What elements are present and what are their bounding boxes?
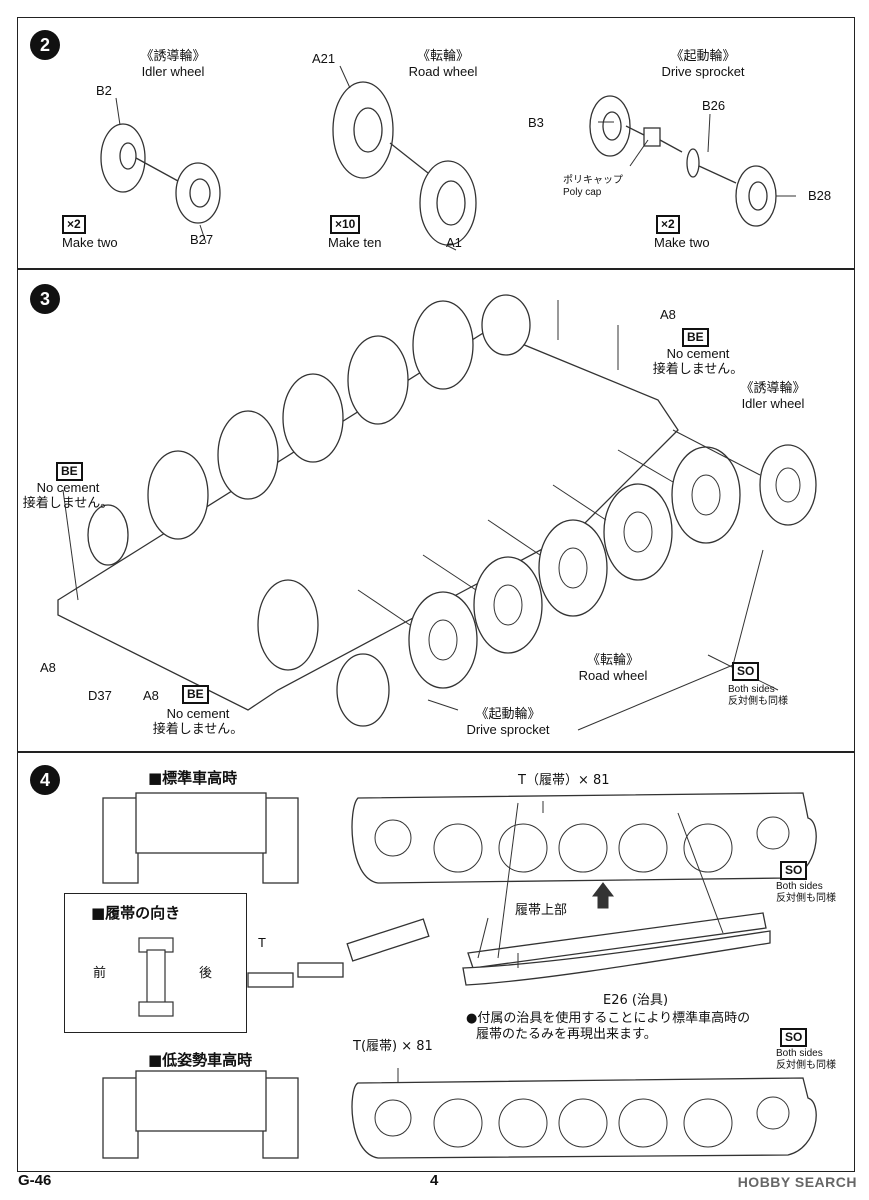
idler-title-jp: 《誘導輪》 xyxy=(140,49,206,64)
step-3-panel: 3 xyxy=(17,269,855,752)
qty-badge-road: ×10 xyxy=(330,215,361,234)
both-sides-jp-bottom: 反対側も同様 xyxy=(776,1060,836,1071)
both-sides-jp: 反対側も同様 xyxy=(728,696,788,707)
track-count-bottom: T(履帯) × 81 xyxy=(353,1039,433,1054)
standard-height-heading: ■標準車高時 xyxy=(148,769,238,787)
track-direction-box: ■履帯の向き 前 後 xyxy=(64,893,247,1033)
sprocket-title-en: Drive sprocket xyxy=(661,64,745,79)
part-b2-label: B2 xyxy=(96,83,112,98)
so-badge-bottom: SO xyxy=(780,1028,808,1047)
idler-title-en: Idler wheel xyxy=(741,396,805,411)
kit-code: G-46 xyxy=(18,1172,52,1189)
step-2-illustration xyxy=(100,65,796,251)
no-cement-left: No cement xyxy=(36,480,100,495)
a8-label-top: A8 xyxy=(660,307,676,322)
polycap-label-jp: ポリキャップ xyxy=(563,175,623,186)
step-3-illustration xyxy=(57,294,817,731)
both-sides-jp-top: 反対側も同様 xyxy=(776,893,836,904)
part-b26-label: B26 xyxy=(702,98,726,113)
rear-label: 後 xyxy=(199,966,213,981)
front-label: 前 xyxy=(93,966,107,981)
be-badge-left: BE xyxy=(56,462,83,481)
both-sides-bottom: Both sides xyxy=(776,1048,823,1059)
a8-label-bottom: A8 xyxy=(143,688,159,703)
road-title-jp: 《転輪》 xyxy=(586,653,639,668)
page-number: 4 xyxy=(430,1172,439,1189)
qty-badge-idler: ×2 xyxy=(62,215,86,234)
road-title-en: Road wheel xyxy=(408,64,478,79)
qty-badge-sprocket: ×2 xyxy=(656,215,680,234)
no-cement-jp-left: 接着しません。 xyxy=(22,496,114,511)
be-badge-bottom: BE xyxy=(182,685,209,704)
track-top-label: 履帯上部 xyxy=(515,903,568,918)
part-a1-label: A1 xyxy=(446,235,462,250)
track-link-diagram xyxy=(138,937,174,1017)
step-4-panel: 4 ■標準車高時 ■低姿勢車高時 xyxy=(17,752,855,1172)
step-4-illustration xyxy=(102,792,817,1159)
watermark: HOBBY SEARCH xyxy=(737,1174,857,1190)
polycap-label-en: Poly cap xyxy=(563,187,602,198)
a8-label-left: A8 xyxy=(40,660,56,675)
step-number: 3 xyxy=(30,284,60,314)
step-number: 2 xyxy=(30,30,60,60)
so-badge: SO xyxy=(732,662,760,681)
road-make-label: Make ten xyxy=(328,235,382,250)
both-sides-label: Both sides xyxy=(728,684,775,695)
both-sides-top: Both sides xyxy=(776,881,823,892)
track-direction-heading: ■履帯の向き xyxy=(91,904,181,922)
step-2-panel: 2 xyxy=(17,17,855,269)
no-cement-jp-top: 接着しません。 xyxy=(652,362,744,377)
no-cement-bottom: No cement xyxy=(166,706,230,721)
be-badge-top: BE xyxy=(682,328,709,347)
step-number: 4 xyxy=(30,765,60,795)
track-count-top: T（履帯）× 81 xyxy=(518,773,610,788)
no-cement-top: No cement xyxy=(666,346,730,361)
sprocket-title-en: Drive sprocket xyxy=(466,722,550,737)
sprocket-title-jp: 《起動輪》 xyxy=(670,49,736,64)
part-b3-label: B3 xyxy=(528,115,544,130)
part-a21-label: A21 xyxy=(312,51,336,66)
d37-label: D37 xyxy=(88,688,112,703)
road-title-jp: 《転輪》 xyxy=(416,49,469,64)
jig-label: E26 (治具) xyxy=(603,993,669,1008)
sprocket-title-jp: 《起動輪》 xyxy=(475,707,541,722)
sprocket-make-label: Make two xyxy=(654,235,710,250)
track-part-label: T xyxy=(258,935,266,950)
jig-note-line2: 履帯のたるみを再現出来ます。 xyxy=(476,1027,657,1042)
so-badge-top: SO xyxy=(780,861,808,880)
no-cement-jp-bottom: 接着しません。 xyxy=(152,722,244,737)
jig-note-line1: ●付属の治具を使用することにより標準車高時の xyxy=(466,1011,751,1026)
part-b27-label: B27 xyxy=(190,232,214,247)
part-b28-label: B28 xyxy=(808,188,832,203)
idler-title-jp: 《誘導輪》 xyxy=(740,381,806,396)
idler-title-en: Idler wheel xyxy=(141,64,205,79)
low-height-heading: ■低姿勢車高時 xyxy=(148,1051,253,1069)
road-title-en: Road wheel xyxy=(578,668,648,683)
idler-make-label: Make two xyxy=(62,235,118,250)
